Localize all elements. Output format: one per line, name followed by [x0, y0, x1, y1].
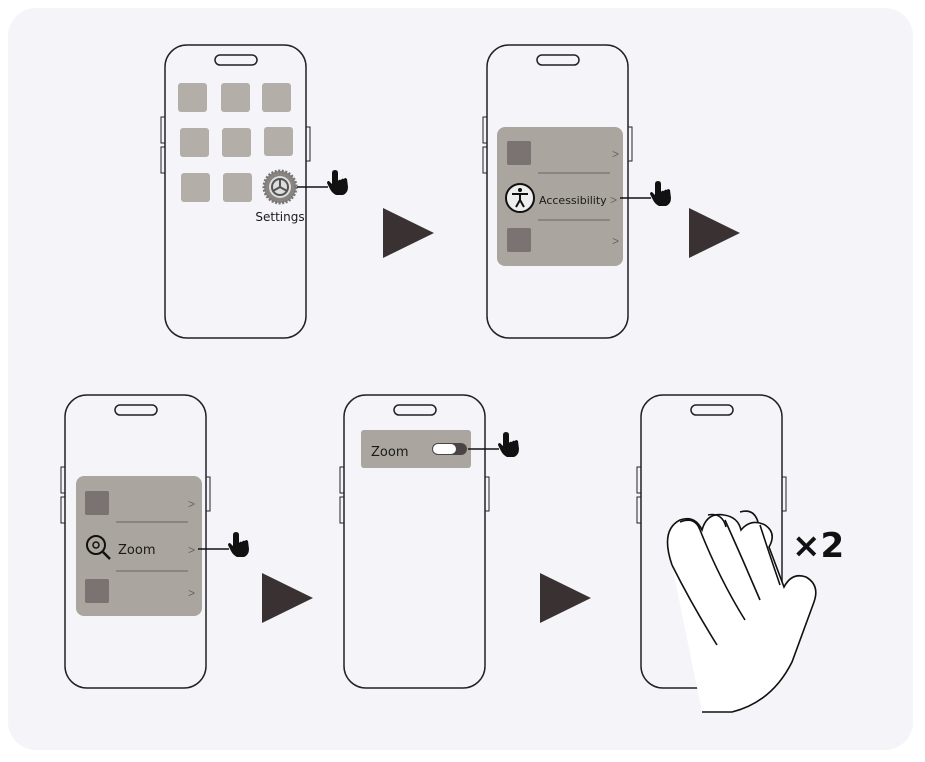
- next-arrow-icon: [383, 208, 434, 258]
- zoom-toggle[interactable]: [432, 443, 467, 455]
- step1-phone: Settings: [160, 44, 348, 339]
- svg-text:>: >: [612, 147, 619, 161]
- svg-text:>: >: [188, 497, 195, 511]
- next-arrow-icon: [540, 573, 591, 623]
- zoom-label[interactable]: Zoom: [118, 543, 155, 558]
- zoom-setting-label: Zoom: [371, 445, 408, 460]
- step5-phone: ×2: [636, 394, 844, 713]
- svg-text:>: >: [612, 234, 619, 248]
- tap-hand-icon: [327, 170, 348, 195]
- settings-label: Settings: [255, 210, 304, 224]
- tap-hand-icon: [650, 181, 671, 206]
- app-tiles: [178, 83, 293, 202]
- next-arrow-icon: [262, 573, 313, 623]
- svg-text:>: >: [610, 193, 617, 207]
- double-tap-count: ×2: [792, 526, 844, 566]
- zoom-setting-row: [361, 430, 471, 468]
- three-finger-tap-hand-icon: [666, 510, 817, 713]
- step4-phone: Zoom: [339, 394, 519, 689]
- zoom-magnifier-icon: [86, 535, 111, 560]
- svg-text:>: >: [188, 543, 195, 557]
- accessibility-label[interactable]: Accessibility: [539, 194, 607, 207]
- tap-hand-icon: [228, 532, 249, 557]
- svg-text:>: >: [188, 586, 195, 600]
- accessibility-icon: [505, 183, 535, 213]
- step3-phone: > Zoom > >: [60, 394, 249, 689]
- step2-phone: > Accessibility > >: [482, 44, 671, 339]
- tap-hand-icon: [498, 432, 519, 457]
- next-arrow-icon: [689, 208, 740, 258]
- settings-gear-icon[interactable]: [262, 169, 298, 205]
